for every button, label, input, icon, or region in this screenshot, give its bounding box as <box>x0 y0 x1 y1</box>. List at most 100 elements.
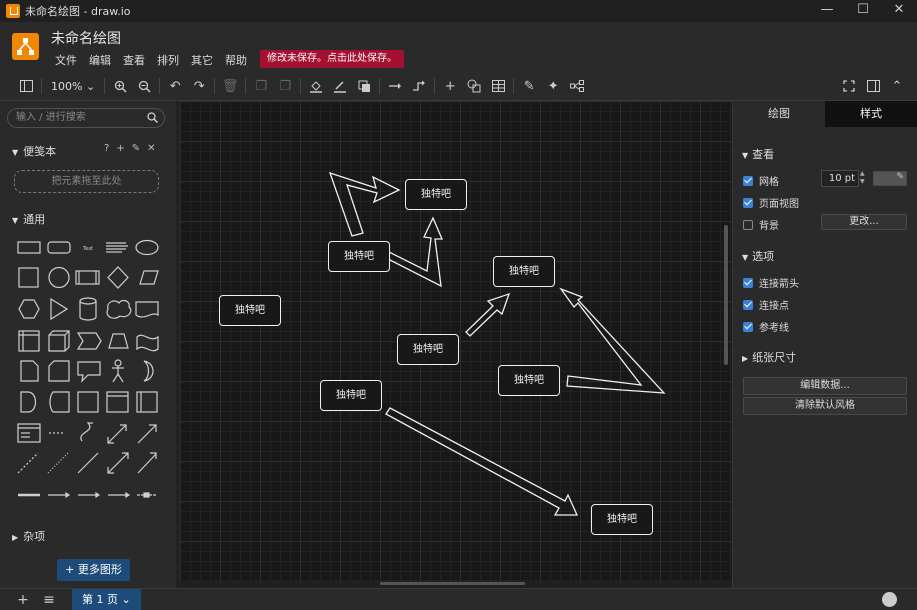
diagram-node[interactable]: 独特吧 <box>219 295 281 326</box>
dotted-diagonal-shape[interactable] <box>47 452 69 474</box>
clear-default-style-button[interactable]: 清除默认风格 <box>743 397 907 415</box>
diagram-node[interactable]: 独特吧 <box>397 334 459 365</box>
arrow-line-shape[interactable] <box>48 491 71 499</box>
delete-icon[interactable]: 🗑 <box>221 78 239 94</box>
scratchpad-dropzone[interactable]: 把元素拖至此处 <box>14 170 159 193</box>
list-shape[interactable] <box>106 242 128 253</box>
close-button[interactable]: ✕ <box>893 2 905 17</box>
callout-shape[interactable] <box>77 361 101 383</box>
diagram-canvas[interactable]: 独特吧 独特吧 独特吧 独特吧 独特吧 独特吧 独特吧 独特吧 <box>180 101 732 588</box>
container-shape[interactable] <box>77 391 99 413</box>
guides-option[interactable]: 参考线 <box>743 319 789 334</box>
misc-shapes-header[interactable]: ▶杂项 <box>12 528 45 544</box>
general-shapes-header[interactable]: ▼通用 <box>12 211 45 227</box>
shape-search-input[interactable]: 输入 / 进行搜索 <box>7 108 165 128</box>
triangle-shape[interactable] <box>50 297 69 321</box>
to-back-icon[interactable]: ❐ <box>279 78 291 94</box>
connection-points-checkbox[interactable] <box>743 299 753 310</box>
text-shape[interactable]: Text <box>82 246 93 252</box>
zoom-out-icon[interactable] <box>132 75 156 97</box>
line-shape[interactable] <box>77 452 99 474</box>
diamond-shape[interactable] <box>107 266 129 289</box>
format-panel-icon[interactable] <box>861 75 885 97</box>
line-color-icon[interactable] <box>328 75 352 97</box>
page-tab[interactable]: 第 1 页 ⌄ <box>72 588 141 610</box>
menu-file[interactable]: 文件 <box>55 54 77 67</box>
connection-icon[interactable] <box>383 75 407 97</box>
card-shape[interactable] <box>48 360 70 382</box>
waypoints-icon[interactable] <box>407 75 431 97</box>
cube-shape[interactable] <box>48 330 70 352</box>
grid-color-picker[interactable]: ✎ <box>873 171 907 186</box>
block-arrow-4[interactable] <box>559 287 666 394</box>
canvas-vertical-scrollbar[interactable] <box>724 225 728 365</box>
bidirectional-connector-shape[interactable] <box>137 492 157 498</box>
unsaved-changes-button[interactable]: 修改未保存。点击此处保存。 <box>260 50 404 68</box>
link-shape[interactable] <box>108 491 131 499</box>
guides-checkbox[interactable] <box>743 321 753 332</box>
circle-shape[interactable] <box>48 266 70 289</box>
page-view-option[interactable]: 页面视图 <box>743 195 799 210</box>
zoom-dropdown[interactable]: 100% ⌄ <box>51 79 96 93</box>
list-container-shape[interactable] <box>17 423 41 443</box>
background-change-button[interactable]: 更改... <box>821 214 907 230</box>
zoom-in-icon[interactable] <box>108 75 132 97</box>
insert-icon[interactable]: + <box>444 78 456 94</box>
bidirectional-arrow-shape[interactable] <box>107 424 127 444</box>
grid-size-input[interactable]: 10 pt <box>821 170 859 187</box>
redo-icon[interactable]: ↷ <box>193 78 205 94</box>
square-shape[interactable] <box>18 267 39 288</box>
arrow-shape[interactable] <box>137 424 157 444</box>
trapezoid-shape[interactable] <box>108 333 129 349</box>
process-shape[interactable] <box>75 270 100 285</box>
internal-storage-shape[interactable] <box>18 330 40 352</box>
more-shapes-button[interactable]: + 更多图形 <box>57 559 130 581</box>
menu-edit[interactable]: 编辑 <box>89 54 111 67</box>
diagram-node[interactable]: 独特吧 <box>591 504 653 535</box>
step-shape[interactable] <box>76 332 102 350</box>
scratchpad-add-icon[interactable]: + <box>116 143 125 154</box>
sidebar-scrollbar[interactable] <box>176 101 180 588</box>
directional-line-shape[interactable] <box>137 452 157 474</box>
block-arrow-3[interactable] <box>465 292 511 337</box>
cloud-shape[interactable] <box>106 299 132 319</box>
fullscreen-icon[interactable] <box>837 75 861 97</box>
grid-size-stepper[interactable]: ▲▼ <box>860 170 865 185</box>
block-arrow-2[interactable] <box>387 216 443 288</box>
note-shape[interactable] <box>20 360 39 382</box>
connection-arrows-option[interactable]: 连接箭头 <box>743 275 799 290</box>
pages-menu-icon[interactable]: ≡ <box>43 591 55 608</box>
connector-shape[interactable] <box>78 491 101 499</box>
block-arrow-1[interactable] <box>328 171 401 237</box>
options-section-header[interactable]: ▼选项 <box>742 248 774 264</box>
collapse-toolbar-icon[interactable]: ⌃ <box>891 78 903 94</box>
background-checkbox[interactable] <box>743 219 753 230</box>
table-icon[interactable] <box>486 75 510 97</box>
tab-style[interactable]: 样式 <box>825 101 917 127</box>
document-shape[interactable] <box>135 301 159 318</box>
curve-shape[interactable] <box>80 422 93 442</box>
hexagon-shape[interactable] <box>18 299 40 319</box>
connection-arrows-checkbox[interactable] <box>743 277 753 288</box>
fill-color-icon[interactable] <box>304 75 328 97</box>
diagram-node[interactable]: 独特吧 <box>498 365 560 396</box>
actor-shape[interactable] <box>112 359 124 383</box>
scratchpad-close-icon[interactable]: ✕ <box>147 143 156 154</box>
layout-icon[interactable] <box>565 75 589 97</box>
double-arrow-line-shape[interactable] <box>107 452 129 474</box>
ellipse-shape[interactable] <box>135 239 159 256</box>
edit-data-button[interactable]: 编辑数据... <box>743 377 907 395</box>
page-view-checkbox[interactable] <box>743 197 753 208</box>
diagram-node[interactable]: 独特吧 <box>320 380 382 411</box>
maximize-button[interactable]: ☐ <box>857 2 869 17</box>
minimize-button[interactable]: — <box>820 2 834 17</box>
scratchpad-help-icon[interactable]: ? <box>104 143 110 154</box>
connection-points-option[interactable]: 连接点 <box>743 297 789 312</box>
delay-shape[interactable] <box>20 391 37 413</box>
magic-wand-icon[interactable]: ✦ <box>547 78 559 94</box>
menu-extras[interactable]: 其它 <box>191 54 213 67</box>
menu-view[interactable]: 查看 <box>123 54 145 67</box>
edit-style-icon[interactable]: ✎ <box>523 78 535 94</box>
diagram-node[interactable]: 独特吧 <box>493 256 555 287</box>
shadow-icon[interactable] <box>352 75 376 97</box>
